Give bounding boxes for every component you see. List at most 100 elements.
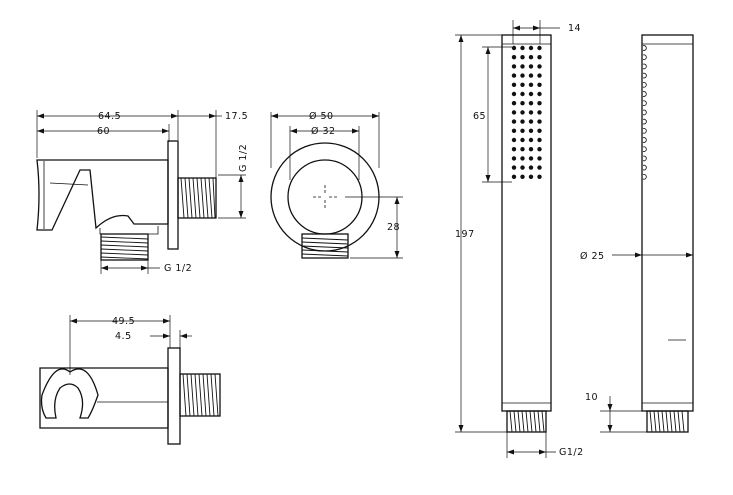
front-thread <box>301 237 349 257</box>
side-nozzle <box>642 137 647 143</box>
nozzle-dot <box>511 147 517 152</box>
nozzle-dot <box>520 165 525 170</box>
nozzle-dot <box>528 73 534 78</box>
side-nozzle-column <box>642 45 647 180</box>
side-nozzle <box>642 82 647 88</box>
nozzle-dot <box>537 110 542 115</box>
nozzle-dot <box>537 82 542 88</box>
nozzle-dot <box>520 55 525 60</box>
dim-head-width: 14 <box>568 23 581 34</box>
side-nozzle <box>642 164 647 171</box>
dim-variant-width: 49.5 <box>112 316 135 327</box>
dim-thread-height: 10 <box>585 392 598 403</box>
nozzle-dot <box>511 165 517 170</box>
nozzle-dot <box>537 119 542 124</box>
nozzle-dot <box>520 137 525 143</box>
side-nozzle <box>642 72 647 79</box>
side-nozzle <box>642 174 647 180</box>
nozzle-dot <box>537 137 542 143</box>
nozzle-dot <box>511 82 517 88</box>
nozzle-dot <box>520 73 525 78</box>
nozzle-dot <box>537 174 542 179</box>
nozzle-dot <box>537 91 542 97</box>
nozzle-dot <box>537 147 542 152</box>
bracket-variant-view: 49.5 4.5 <box>39 315 221 445</box>
dim-inlet-thread: G 1/2 <box>164 263 192 274</box>
inlet-thread <box>100 236 149 260</box>
nozzle-dot <box>520 45 525 51</box>
dim-overall-width: 64.5 <box>98 111 121 122</box>
nozzle-dot <box>520 119 525 124</box>
dim-inner-diameter: Ø 32 <box>311 126 336 137</box>
handshower-front-view: 14 197 65 <box>455 20 584 458</box>
dim-head-length: 65 <box>473 111 486 122</box>
nozzle-dot <box>520 128 525 133</box>
nozzle-dot <box>528 91 534 97</box>
nozzle-dot <box>520 64 525 69</box>
nozzle-dot <box>537 55 542 60</box>
dim-body-width: 60 <box>97 126 110 137</box>
nozzle-dot <box>511 128 517 133</box>
nozzle-dot <box>520 174 525 179</box>
nozzle-dot <box>520 110 525 115</box>
dim-overall-length: 197 <box>455 229 475 240</box>
nozzle-dot <box>511 73 517 78</box>
nozzle-dot <box>520 82 525 88</box>
nozzle-dot <box>528 147 534 152</box>
bracket-side-view: 64.5 60 17.5 <box>36 110 249 274</box>
nozzle-dot <box>511 101 517 106</box>
dim-thread-length: 17.5 <box>225 111 248 122</box>
handshower-thread <box>509 410 545 433</box>
nozzle-dot <box>511 55 517 60</box>
side-nozzle <box>642 118 647 125</box>
nozzle-dot <box>528 101 534 106</box>
nozzle-dot <box>520 91 525 97</box>
side-nozzle <box>642 100 647 106</box>
dim-outlet-thread: G 1/2 <box>238 144 249 172</box>
nozzle-dot <box>511 91 517 97</box>
dim-flange-diameter: Ø 50 <box>309 111 334 122</box>
dim-flange-thickness: 4.5 <box>115 331 132 342</box>
nozzle-dot <box>511 137 517 143</box>
nozzle-dot <box>520 101 525 106</box>
side-nozzle <box>642 91 647 97</box>
dim-connection: G1/2 <box>559 447 584 458</box>
side-nozzle <box>642 54 647 60</box>
nozzle-dot <box>537 165 542 170</box>
variant-thread <box>182 373 219 417</box>
nozzle-dot <box>511 110 517 115</box>
nozzle-grid <box>511 45 542 179</box>
nozzle-dot <box>528 156 534 161</box>
outlet-thread <box>180 177 216 219</box>
nozzle-dot <box>528 45 534 51</box>
nozzle-dot <box>537 45 542 51</box>
nozzle-dot <box>511 64 517 69</box>
handshower-side-view: Ø 25 10 <box>580 34 694 433</box>
side-nozzle <box>642 155 647 162</box>
nozzle-dot <box>528 82 534 88</box>
nozzle-dot <box>511 45 517 51</box>
nozzle-dot <box>528 119 534 124</box>
nozzle-dot <box>537 101 542 106</box>
nozzle-dot <box>537 128 542 133</box>
nozzle-dot <box>528 55 534 60</box>
nozzle-dot <box>528 174 534 179</box>
nozzle-dot <box>511 119 517 124</box>
nozzle-dot <box>520 147 525 152</box>
side-nozzle <box>642 45 647 51</box>
nozzle-dot <box>511 174 517 179</box>
nozzle-dot <box>528 110 534 115</box>
side-nozzle <box>642 146 647 152</box>
nozzle-dot <box>537 73 542 78</box>
nozzle-dot <box>528 165 534 170</box>
dim-diameter: Ø 25 <box>580 251 605 262</box>
side-thread <box>649 410 685 433</box>
nozzle-dot <box>511 156 517 161</box>
dim-offset-height: 28 <box>387 222 400 233</box>
nozzle-dot <box>528 64 534 69</box>
side-nozzle <box>642 128 647 134</box>
side-nozzle <box>642 109 647 116</box>
nozzle-dot <box>520 156 525 161</box>
nozzle-dot <box>528 137 534 143</box>
